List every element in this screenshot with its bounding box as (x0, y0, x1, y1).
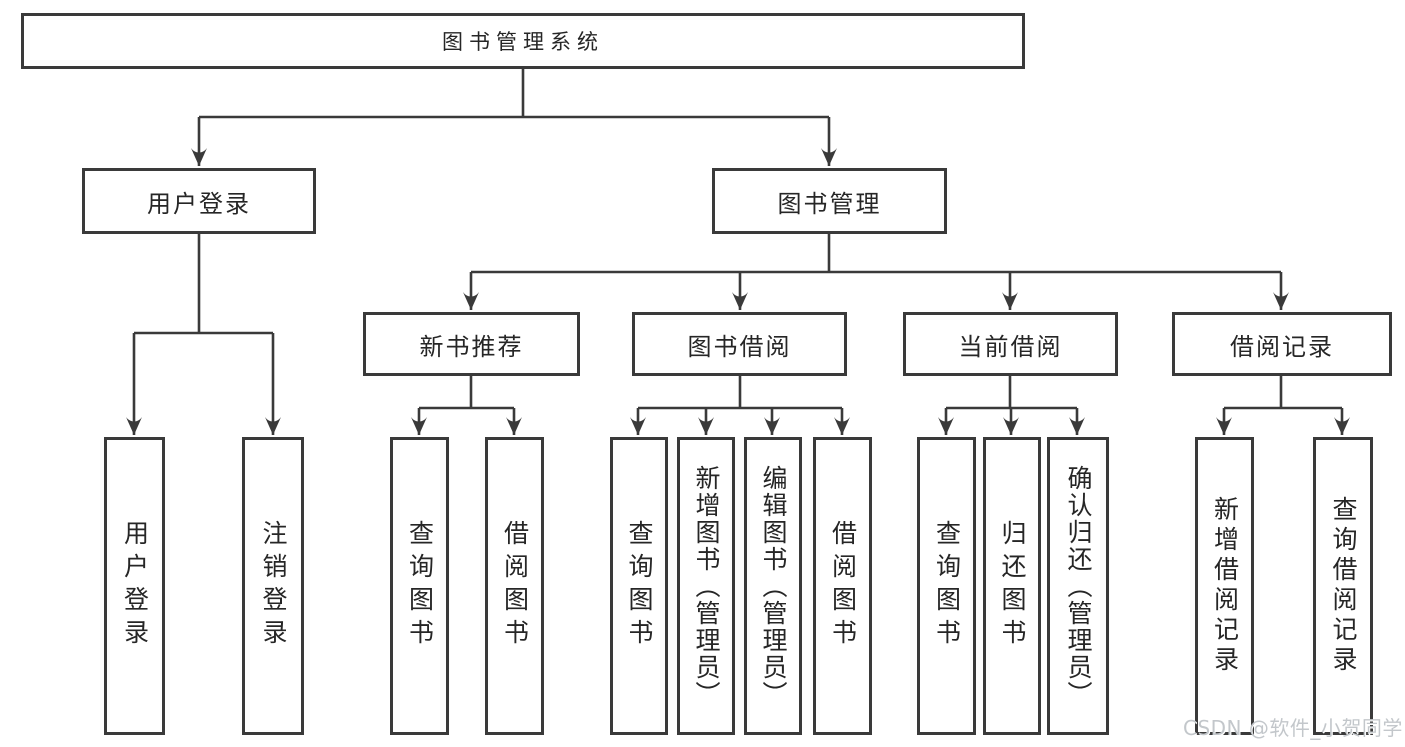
leaf-query-books-recommend: 查询图书 (390, 437, 449, 735)
leaf-return-book: 归还图书 (983, 437, 1041, 735)
leaf-label: 确认归还（管理员） (1064, 464, 1093, 708)
node-label: 图书管理 (777, 189, 882, 218)
leaf-user-login: 用户登录 (104, 437, 165, 735)
leaf-label: 编辑图书（管理员） (759, 464, 788, 708)
leaf-label: 用户登录 (120, 520, 150, 652)
leaf-label: 注销登录 (259, 520, 288, 652)
leaf-query-books-borrow: 查询图书 (610, 437, 668, 735)
bus-borrow-rec (1224, 376, 1342, 410)
node-library-system: 图书管理系统 (21, 13, 1025, 69)
bus-book-borrow (638, 376, 842, 410)
leaf-add-book-admin: 新增图书（管理员） (677, 437, 735, 735)
node-label: 当前借阅 (958, 332, 1063, 361)
bus-cur-borrow (946, 376, 1077, 410)
leaf-label: 查询借阅记录 (1329, 496, 1358, 676)
node-user-login: 用户登录 (82, 168, 316, 234)
bus-root (199, 69, 829, 119)
leaf-label: 查询图书 (625, 520, 654, 652)
node-current-borrowing: 当前借阅 (903, 312, 1118, 376)
node-borrow-records: 借阅记录 (1172, 312, 1392, 376)
leaf-add-borrow-record: 新增借阅记录 (1195, 437, 1254, 735)
node-label: 新书推荐 (419, 332, 524, 361)
leaf-logout: 注销登录 (242, 437, 304, 735)
leaf-label: 借阅图书 (828, 520, 858, 652)
leaf-query-borrow-record: 查询借阅记录 (1313, 437, 1373, 735)
leaf-label: 借阅图书 (500, 520, 530, 652)
csdn-watermark: CSDN @软件_小贺同学 (1183, 716, 1403, 740)
leaf-query-books-current: 查询图书 (917, 437, 976, 735)
node-new-book-recommend: 新书推荐 (363, 312, 580, 376)
leaf-label: 新增图书（管理员） (692, 464, 721, 708)
leaf-confirm-return-admin: 确认归还（管理员） (1047, 437, 1109, 735)
node-label: 图书借阅 (687, 332, 792, 361)
leaf-label: 归还图书 (998, 520, 1027, 652)
leaf-edit-book-admin: 编辑图书（管理员） (744, 437, 802, 735)
node-book-management: 图书管理 (712, 168, 947, 234)
leaf-borrow-books: 借阅图书 (813, 437, 872, 735)
node-label: 借阅记录 (1230, 332, 1334, 361)
bus-new-book (419, 376, 514, 410)
leaf-label: 新增借阅记录 (1210, 496, 1240, 676)
bus-user-login (134, 234, 273, 335)
leaf-borrow-books-recommend: 借阅图书 (485, 437, 544, 735)
leaf-label: 查询图书 (932, 520, 962, 652)
leaf-label: 查询图书 (405, 520, 435, 652)
node-label: 用户登录 (147, 189, 251, 218)
bus-book-mgmt (471, 234, 1281, 274)
node-label: 图书管理系统 (442, 30, 604, 54)
node-book-borrowing: 图书借阅 (632, 312, 847, 376)
